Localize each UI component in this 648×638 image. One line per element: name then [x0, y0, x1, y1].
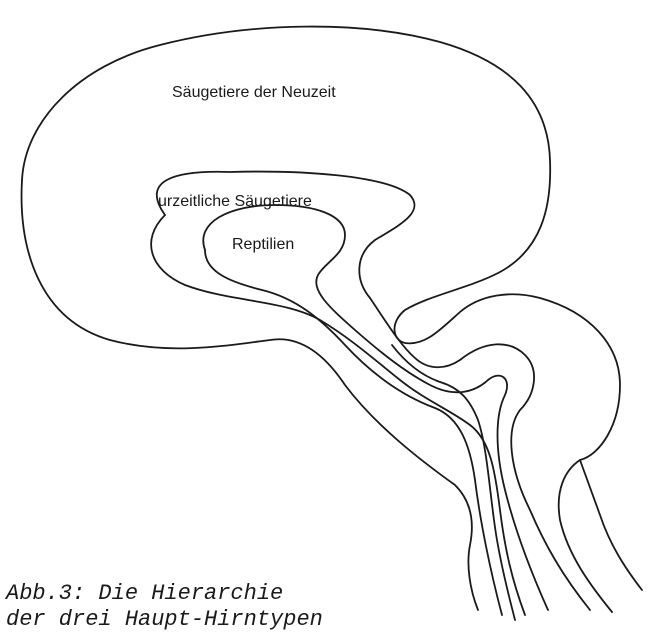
outline-reptile-brain — [203, 205, 548, 610]
label-ancient-mammals: urzeitliche Säugetiere — [158, 193, 312, 210]
outline-brainstem-strand-outer — [559, 460, 612, 612]
figure-caption-line-2: der drei Haupt-Hirntypen — [6, 609, 323, 631]
outline-ancient-mammal-brain — [157, 172, 590, 610]
outline-reptile-brain-lower — [205, 250, 502, 615]
label-reptiles: Reptilien — [232, 236, 294, 253]
figure-caption-line-1: Abb.3: Die Hierarchie — [6, 583, 283, 605]
label-modern-mammals: Säugetiere der Neuzeit — [172, 84, 336, 101]
